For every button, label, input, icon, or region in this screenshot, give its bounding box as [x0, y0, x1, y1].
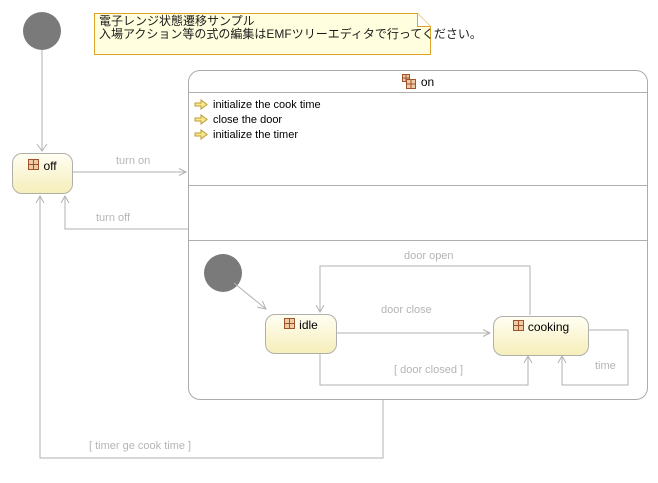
entry-action-label: close the door [213, 113, 283, 126]
entry-action-label: initialize the cook time [213, 98, 321, 111]
note-line-2: 入場アクション等の式の編集はEMFツリーエディタで行ってください。 [99, 27, 482, 41]
note-text: 電子レンジ状態遷移サンプル 入場アクション等の式の編集はEMFツリーエディタで行… [99, 14, 482, 41]
transition-label-turn-on[interactable]: turn on [116, 155, 151, 167]
state-cooking[interactable]: cooking [493, 316, 589, 356]
entry-action[interactable]: close the door [194, 112, 647, 127]
entry-action[interactable]: initialize the timer [194, 127, 647, 142]
action-arrow-icon [194, 129, 208, 140]
state-icon [284, 318, 296, 329]
entry-actions-compartment: initialize the cook time close the door … [189, 93, 647, 186]
state-icon [512, 320, 524, 331]
transition-turn-off-arrow[interactable] [60, 194, 188, 230]
state-off[interactable]: off [12, 153, 73, 194]
state-off-label: off [43, 159, 57, 173]
transition-label-door-open[interactable]: door open [404, 250, 454, 262]
entry-action-label: initialize the timer [213, 128, 298, 141]
transition-label-turn-off[interactable]: turn off [96, 212, 131, 224]
state-on-label: on [420, 74, 435, 89]
transition-door-open-arrow[interactable] [315, 265, 531, 315]
transition-label-timer-ge-cook-time[interactable]: [ timer ge cook time ] [89, 440, 192, 452]
action-arrow-icon [194, 99, 208, 110]
state-idle[interactable]: idle [265, 314, 337, 354]
note[interactable] [94, 13, 431, 55]
note-shape-icon [94, 13, 431, 55]
note-line-1: 電子レンジ状態遷移サンプル [99, 14, 255, 28]
transition-turn-on-arrow[interactable] [73, 168, 188, 176]
state-cooking-label: cooking [527, 320, 570, 334]
transition-label-door-close[interactable]: door close [381, 304, 432, 316]
action-arrow-icon [194, 114, 208, 125]
entry-action[interactable]: initialize the cook time [194, 97, 647, 112]
initial-to-off-arrow[interactable] [36, 50, 48, 152]
state-idle-label: idle [299, 318, 318, 332]
transition-timer-ge-cook-time-arrow[interactable] [35, 194, 384, 459]
transition-label-time[interactable]: time [595, 360, 616, 372]
state-on-header[interactable]: on [189, 71, 647, 93]
region-initial-state[interactable] [204, 254, 242, 292]
state-on[interactable]: on initialize the cook time close the do… [188, 70, 648, 400]
state-on-region: idle cooking [189, 241, 647, 399]
composite-state-icon [401, 73, 417, 90]
transition-label-door-closed-guard[interactable]: [ door closed ] [394, 364, 464, 376]
empty-compartment [189, 186, 647, 241]
transition-time-self-loop-arrow[interactable] [557, 329, 629, 386]
state-icon [28, 159, 40, 170]
transition-door-closed-guard-arrow[interactable] [319, 353, 533, 386]
transition-door-close-arrow[interactable] [336, 329, 492, 337]
region-initial-to-idle-arrow[interactable] [233, 282, 267, 310]
initial-state[interactable] [23, 12, 61, 50]
